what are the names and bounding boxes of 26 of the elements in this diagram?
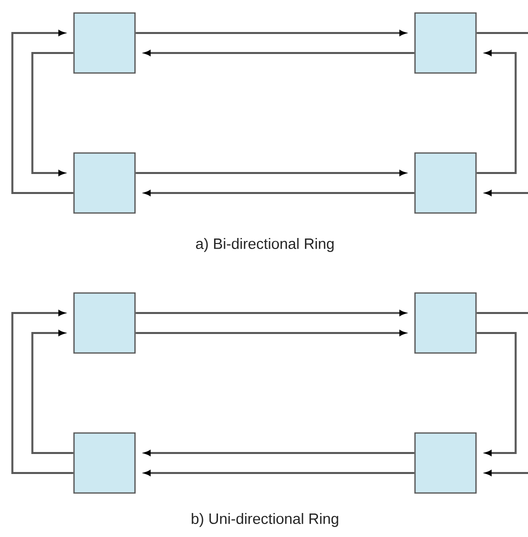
arrow [144,450,414,456]
caption: a) Bi-directional Ring [196,238,334,252]
square-box [73,152,136,214]
arrow [485,470,528,476]
square-box [414,152,477,214]
square-box [73,292,136,354]
square-box [414,292,477,354]
arrow [485,190,528,196]
square-box [414,12,477,74]
arrow [31,52,74,176]
square-box [414,432,477,494]
arrow [136,330,406,336]
arrow [144,190,414,196]
arrow [136,170,406,176]
caption: b) Uni-directional Ring [192,513,338,527]
arrow [136,310,406,316]
arrow [476,332,517,456]
arrow [136,30,406,36]
square-box [73,432,136,494]
arrow [31,330,74,454]
arrow [11,310,74,474]
arrow [476,50,517,174]
arrow [144,470,414,476]
square-box [73,12,136,74]
arrow [11,30,74,194]
arrow [144,50,414,56]
